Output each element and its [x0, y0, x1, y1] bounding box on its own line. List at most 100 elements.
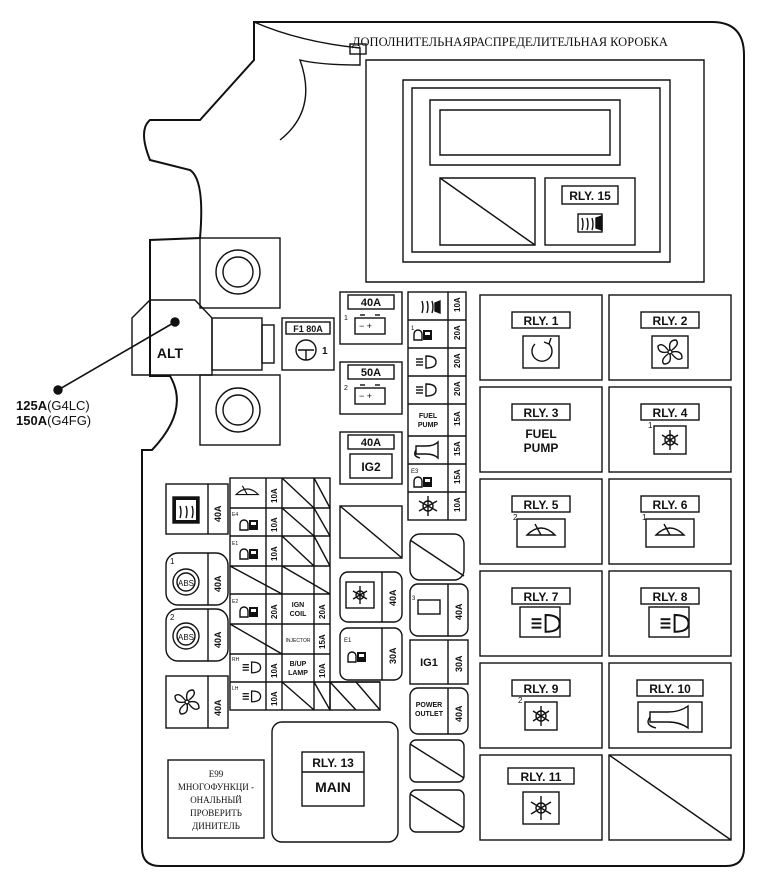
low-beam-icon	[241, 690, 262, 703]
note-line-1: E99	[209, 769, 224, 779]
relay-6-num: 1	[642, 513, 647, 522]
abs-2-num: 2	[170, 613, 175, 622]
svg-text:20A: 20A	[318, 604, 327, 619]
fuse-ig2-amp: 40A	[361, 437, 381, 449]
grid-fuse-e4-num: E4	[232, 512, 238, 518]
alt-bolt-lower	[199, 374, 281, 446]
abs-1-num: 1	[170, 557, 175, 566]
svg-text:15A: 15A	[453, 469, 462, 484]
engine-ecu-icon	[239, 519, 259, 531]
mini-fuse-2-num: 1	[411, 326, 415, 332]
svg-text:10A: 10A	[270, 691, 279, 706]
low-beam-icon	[241, 661, 262, 674]
battery-icon: − +	[354, 384, 386, 405]
ac-icon	[418, 496, 438, 516]
svg-text:ABS: ABS	[178, 633, 194, 642]
note-line-2: МНОГОФУНКЦИ -	[178, 782, 254, 792]
fuse-40a-1	[339, 291, 403, 345]
relay-grid	[479, 294, 732, 841]
center-fuse-power-outlet: POWER OUTLET	[409, 687, 469, 735]
curved-cutout	[253, 21, 361, 141]
relay-7-label: RLY. 7	[524, 590, 559, 604]
alt-connector	[211, 317, 263, 371]
relay-3-line-2: PUMP	[524, 441, 559, 455]
e99-note-box	[167, 759, 265, 839]
svg-text:− +: − +	[359, 391, 372, 401]
svg-text:15A: 15A	[453, 441, 462, 456]
defog-icon	[421, 299, 441, 315]
relay-11-label: RLY. 11	[521, 770, 562, 784]
svg-text:− +: − +	[359, 321, 372, 331]
relay-3-label: RLY. 3	[524, 406, 559, 420]
relay-13-label: RLY. 13	[312, 756, 354, 770]
alt-rating-1: 125A(G4LC)	[16, 398, 90, 413]
power-outlet-line-1: POWER	[416, 702, 442, 709]
fan-icon	[651, 335, 689, 369]
svg-text:40A: 40A	[213, 505, 223, 522]
title-tab	[349, 43, 367, 55]
fuse-ig2	[339, 431, 403, 485]
left-fuse-fan	[165, 675, 229, 729]
lh-num: LH	[232, 686, 239, 692]
blank-slot-diagonal	[439, 177, 536, 246]
alt-label: ALT	[157, 345, 184, 361]
left-fuse-abs-2: ABS 2	[165, 608, 229, 662]
svg-text:10A: 10A	[453, 297, 462, 312]
svg-text:20A: 20A	[270, 604, 279, 619]
svg-text:10A: 10A	[318, 663, 327, 678]
alt-terminal	[131, 299, 213, 376]
svg-text:10A: 10A	[270, 488, 279, 503]
engine-ecu-icon	[413, 329, 433, 341]
left-fuse-rear-defog	[165, 483, 229, 535]
blank-slot-center-2	[409, 739, 465, 783]
svg-text:40A: 40A	[213, 631, 223, 648]
svg-text:15A: 15A	[453, 411, 462, 426]
upper-region	[365, 59, 705, 283]
svg-text:ABS: ABS	[178, 579, 194, 588]
wiper-icon	[516, 518, 566, 548]
relay-9-label: RLY. 9	[524, 682, 559, 696]
blank-slot-center-3	[409, 789, 465, 833]
fuse-f1-80a	[281, 317, 335, 371]
svg-text:10A: 10A	[453, 497, 462, 512]
svg-text:40A: 40A	[454, 705, 464, 722]
relay-13-housing	[271, 721, 399, 843]
ign-coil-line-2: COIL	[290, 611, 307, 618]
fuel-pump-line-1: FUEL	[419, 413, 438, 420]
center-fuse-battery: 3	[409, 583, 469, 637]
backup-lamp-line-1: B/UP	[290, 661, 307, 668]
ac-icon	[522, 791, 560, 825]
relay-13-main: MAIN	[315, 779, 351, 795]
grid-fuse-e2-num: E2	[232, 599, 238, 605]
center-fuse-e1: E1	[339, 627, 403, 681]
mini-fuse-7-num: E3	[411, 469, 419, 475]
relay-1-label: RLY. 1	[524, 314, 559, 328]
relay-3-line-1: FUEL	[525, 427, 556, 441]
center-fuse-cooling	[339, 571, 403, 623]
fuse-box-outline	[141, 21, 745, 867]
low-beam-icon	[519, 606, 561, 638]
note-line-5: ДИНИТЕЛЬ	[192, 821, 240, 831]
high-beam-icon	[648, 606, 690, 638]
svg-text:30A: 30A	[454, 655, 464, 672]
svg-text:40A: 40A	[213, 699, 223, 716]
wiper-icon	[235, 485, 259, 496]
fuse-50a	[339, 361, 403, 415]
power-outlet-line-2: OUTLET	[415, 711, 444, 718]
left-fuse-abs-1: ABS 1	[165, 552, 229, 606]
alt-rating-2: 150A(G4FG)	[16, 413, 91, 428]
wiper-icon	[645, 518, 695, 548]
battery-icon: − +	[354, 314, 386, 335]
relay-2-label: RLY. 2	[653, 314, 688, 328]
relay-label-boxes	[507, 311, 704, 785]
ign-coil-line-1: IGN	[292, 602, 304, 609]
blank-center-slot	[339, 505, 403, 559]
relay-10-label: RLY. 10	[649, 682, 691, 696]
f1-label: F1 80A	[293, 324, 323, 334]
grid-fuse-e1-num: E1	[232, 541, 238, 547]
note-line-4: ПРОВЕРИТЬ	[190, 808, 242, 818]
fuse-50a-num: 2	[344, 385, 348, 392]
center-fuse-amps: 40A 30A 40A 30A 40A	[388, 589, 464, 722]
relay-9-num: 2	[518, 696, 523, 705]
svg-text:20A: 20A	[453, 325, 462, 340]
